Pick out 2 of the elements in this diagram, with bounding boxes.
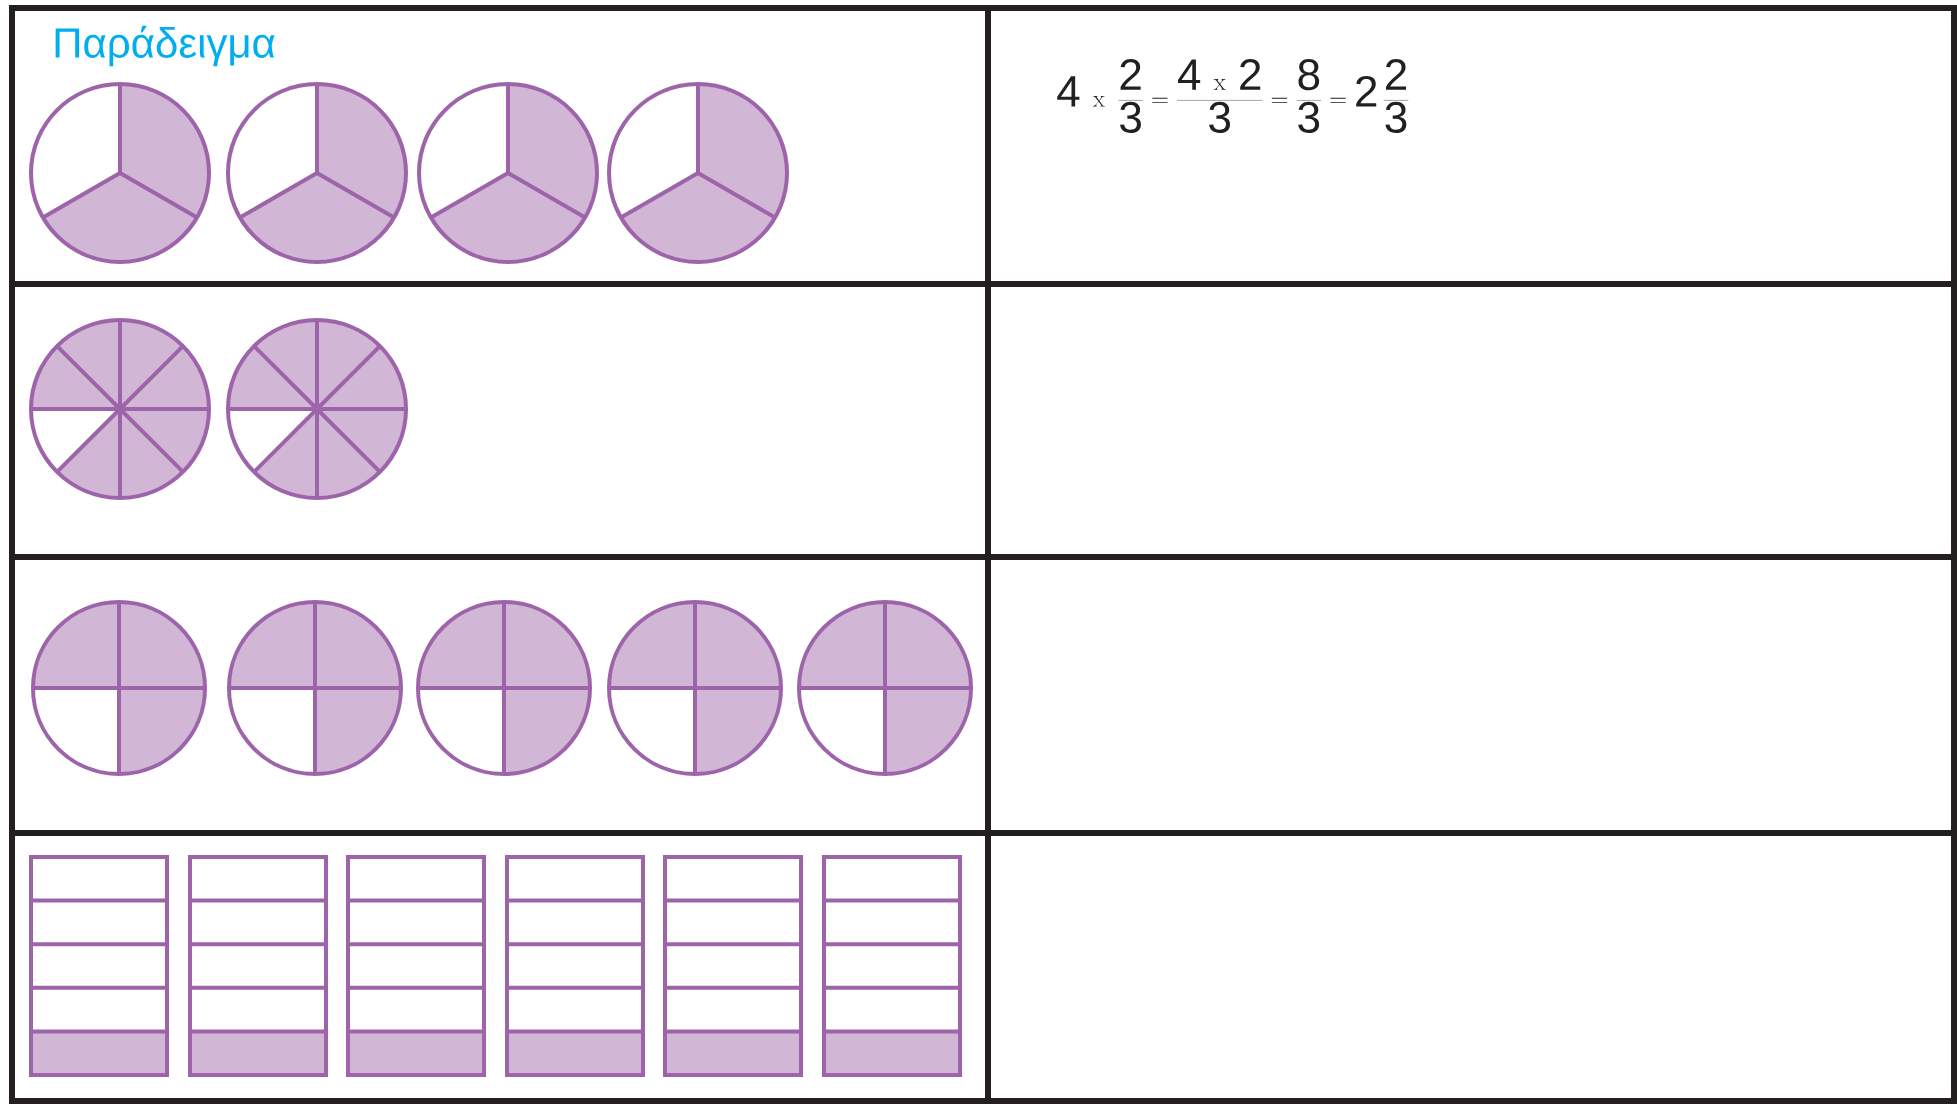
- heading: Παράδειγμα: [55, 25, 275, 67]
- formula: $4\ \mathrm{x}\ \frac{2}{3} = \frac{4\ \mathrm{x}\ 2}{3} = \frac{8}{3} = 2\,\frac{2}{3}$: [1057, 59, 1409, 133]
